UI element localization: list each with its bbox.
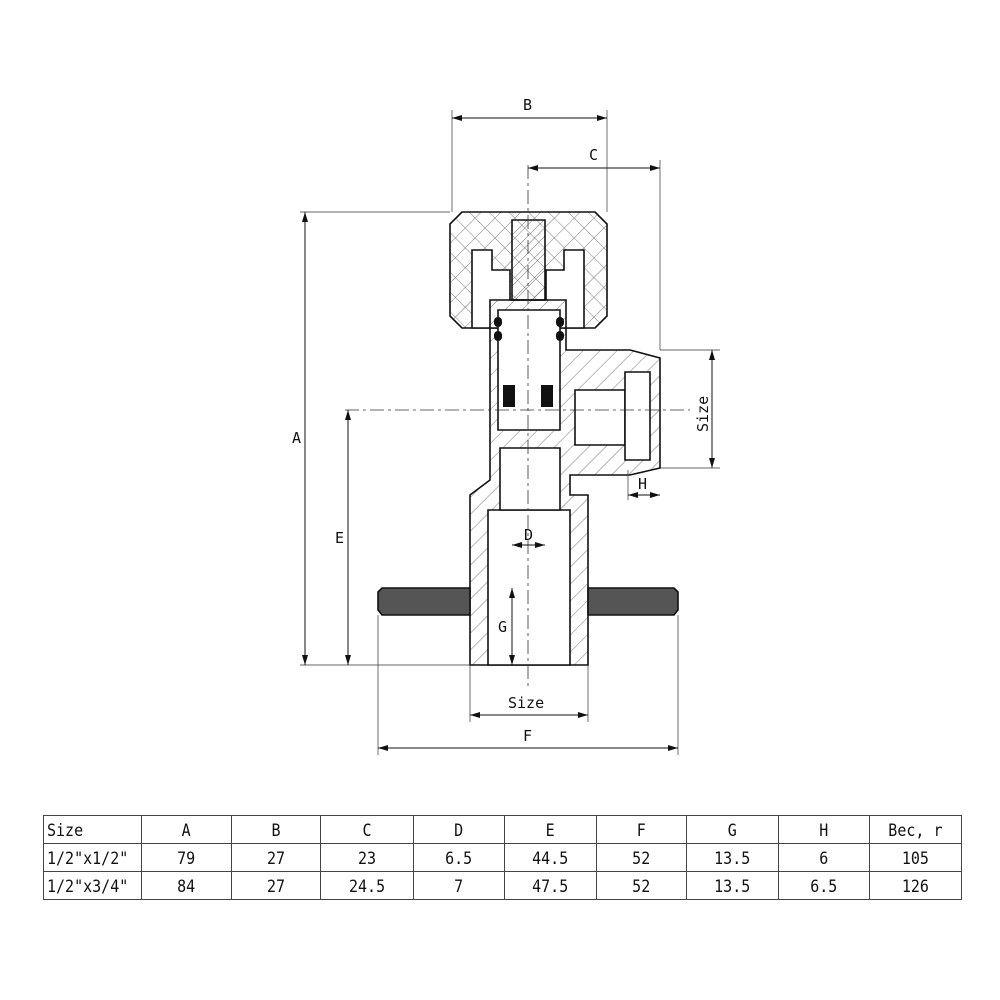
label-size-bottom: Size <box>508 694 544 712</box>
table-row: 1/2"x1/2" 79 27 23 6.5 44.5 52 13.5 6 10… <box>43 840 963 875</box>
header-cell: A <box>140 812 232 847</box>
cell: 44.5 <box>503 840 597 875</box>
header-cell: G <box>685 812 779 847</box>
cell: 23 <box>320 840 414 875</box>
cell: 13.5 <box>685 868 779 903</box>
label-H: H <box>638 475 647 493</box>
valve-section-drawing: B C A E Size H D G Size F <box>292 96 720 755</box>
cell: 1/2"x1/2" <box>43 840 142 875</box>
cell: 52 <box>595 840 687 875</box>
cell: 126 <box>868 868 963 903</box>
cell: 6 <box>777 840 870 875</box>
cell: 1/2"x3/4" <box>43 868 142 903</box>
header-cell: F <box>595 812 687 847</box>
cell: 6.5 <box>412 840 505 875</box>
cell: 105 <box>868 840 963 875</box>
header-cell: Size <box>43 812 142 847</box>
table-row: 1/2"x3/4" 84 27 24.5 7 47.5 52 13.5 6.5 … <box>43 868 963 903</box>
label-C: C <box>589 146 598 164</box>
header-cell: Bec, r <box>868 812 963 847</box>
cell: 27 <box>230 840 322 875</box>
label-G: G <box>498 618 507 636</box>
cell: 52 <box>595 868 687 903</box>
dimensions-table: Size A B C D E F G H Bec, r 1/2"x1/2" 79… <box>43 812 963 903</box>
cell: 27 <box>230 868 322 903</box>
table-header-row: Size A B C D E F G H Bec, r <box>43 812 963 847</box>
label-D: D <box>524 526 533 544</box>
label-E: E <box>335 529 344 547</box>
header-cell: H <box>777 812 870 847</box>
flange-right <box>587 587 679 616</box>
o-rings <box>494 317 564 407</box>
header-cell: B <box>230 812 322 847</box>
flange-left <box>377 587 471 616</box>
cell: 6.5 <box>777 868 870 903</box>
cell: 47.5 <box>503 868 597 903</box>
cell: 7 <box>412 868 505 903</box>
stem <box>511 219 546 301</box>
label-A: A <box>292 429 301 447</box>
cell: 24.5 <box>320 868 414 903</box>
header-cell: D <box>412 812 505 847</box>
label-B: B <box>523 96 532 114</box>
cell: 13.5 <box>685 840 779 875</box>
header-cell: E <box>503 812 597 847</box>
label-F: F <box>523 727 532 745</box>
label-size-side: Size <box>694 396 712 432</box>
cell: 79 <box>140 840 232 875</box>
header-cell: C <box>320 812 414 847</box>
cell: 84 <box>140 868 232 903</box>
